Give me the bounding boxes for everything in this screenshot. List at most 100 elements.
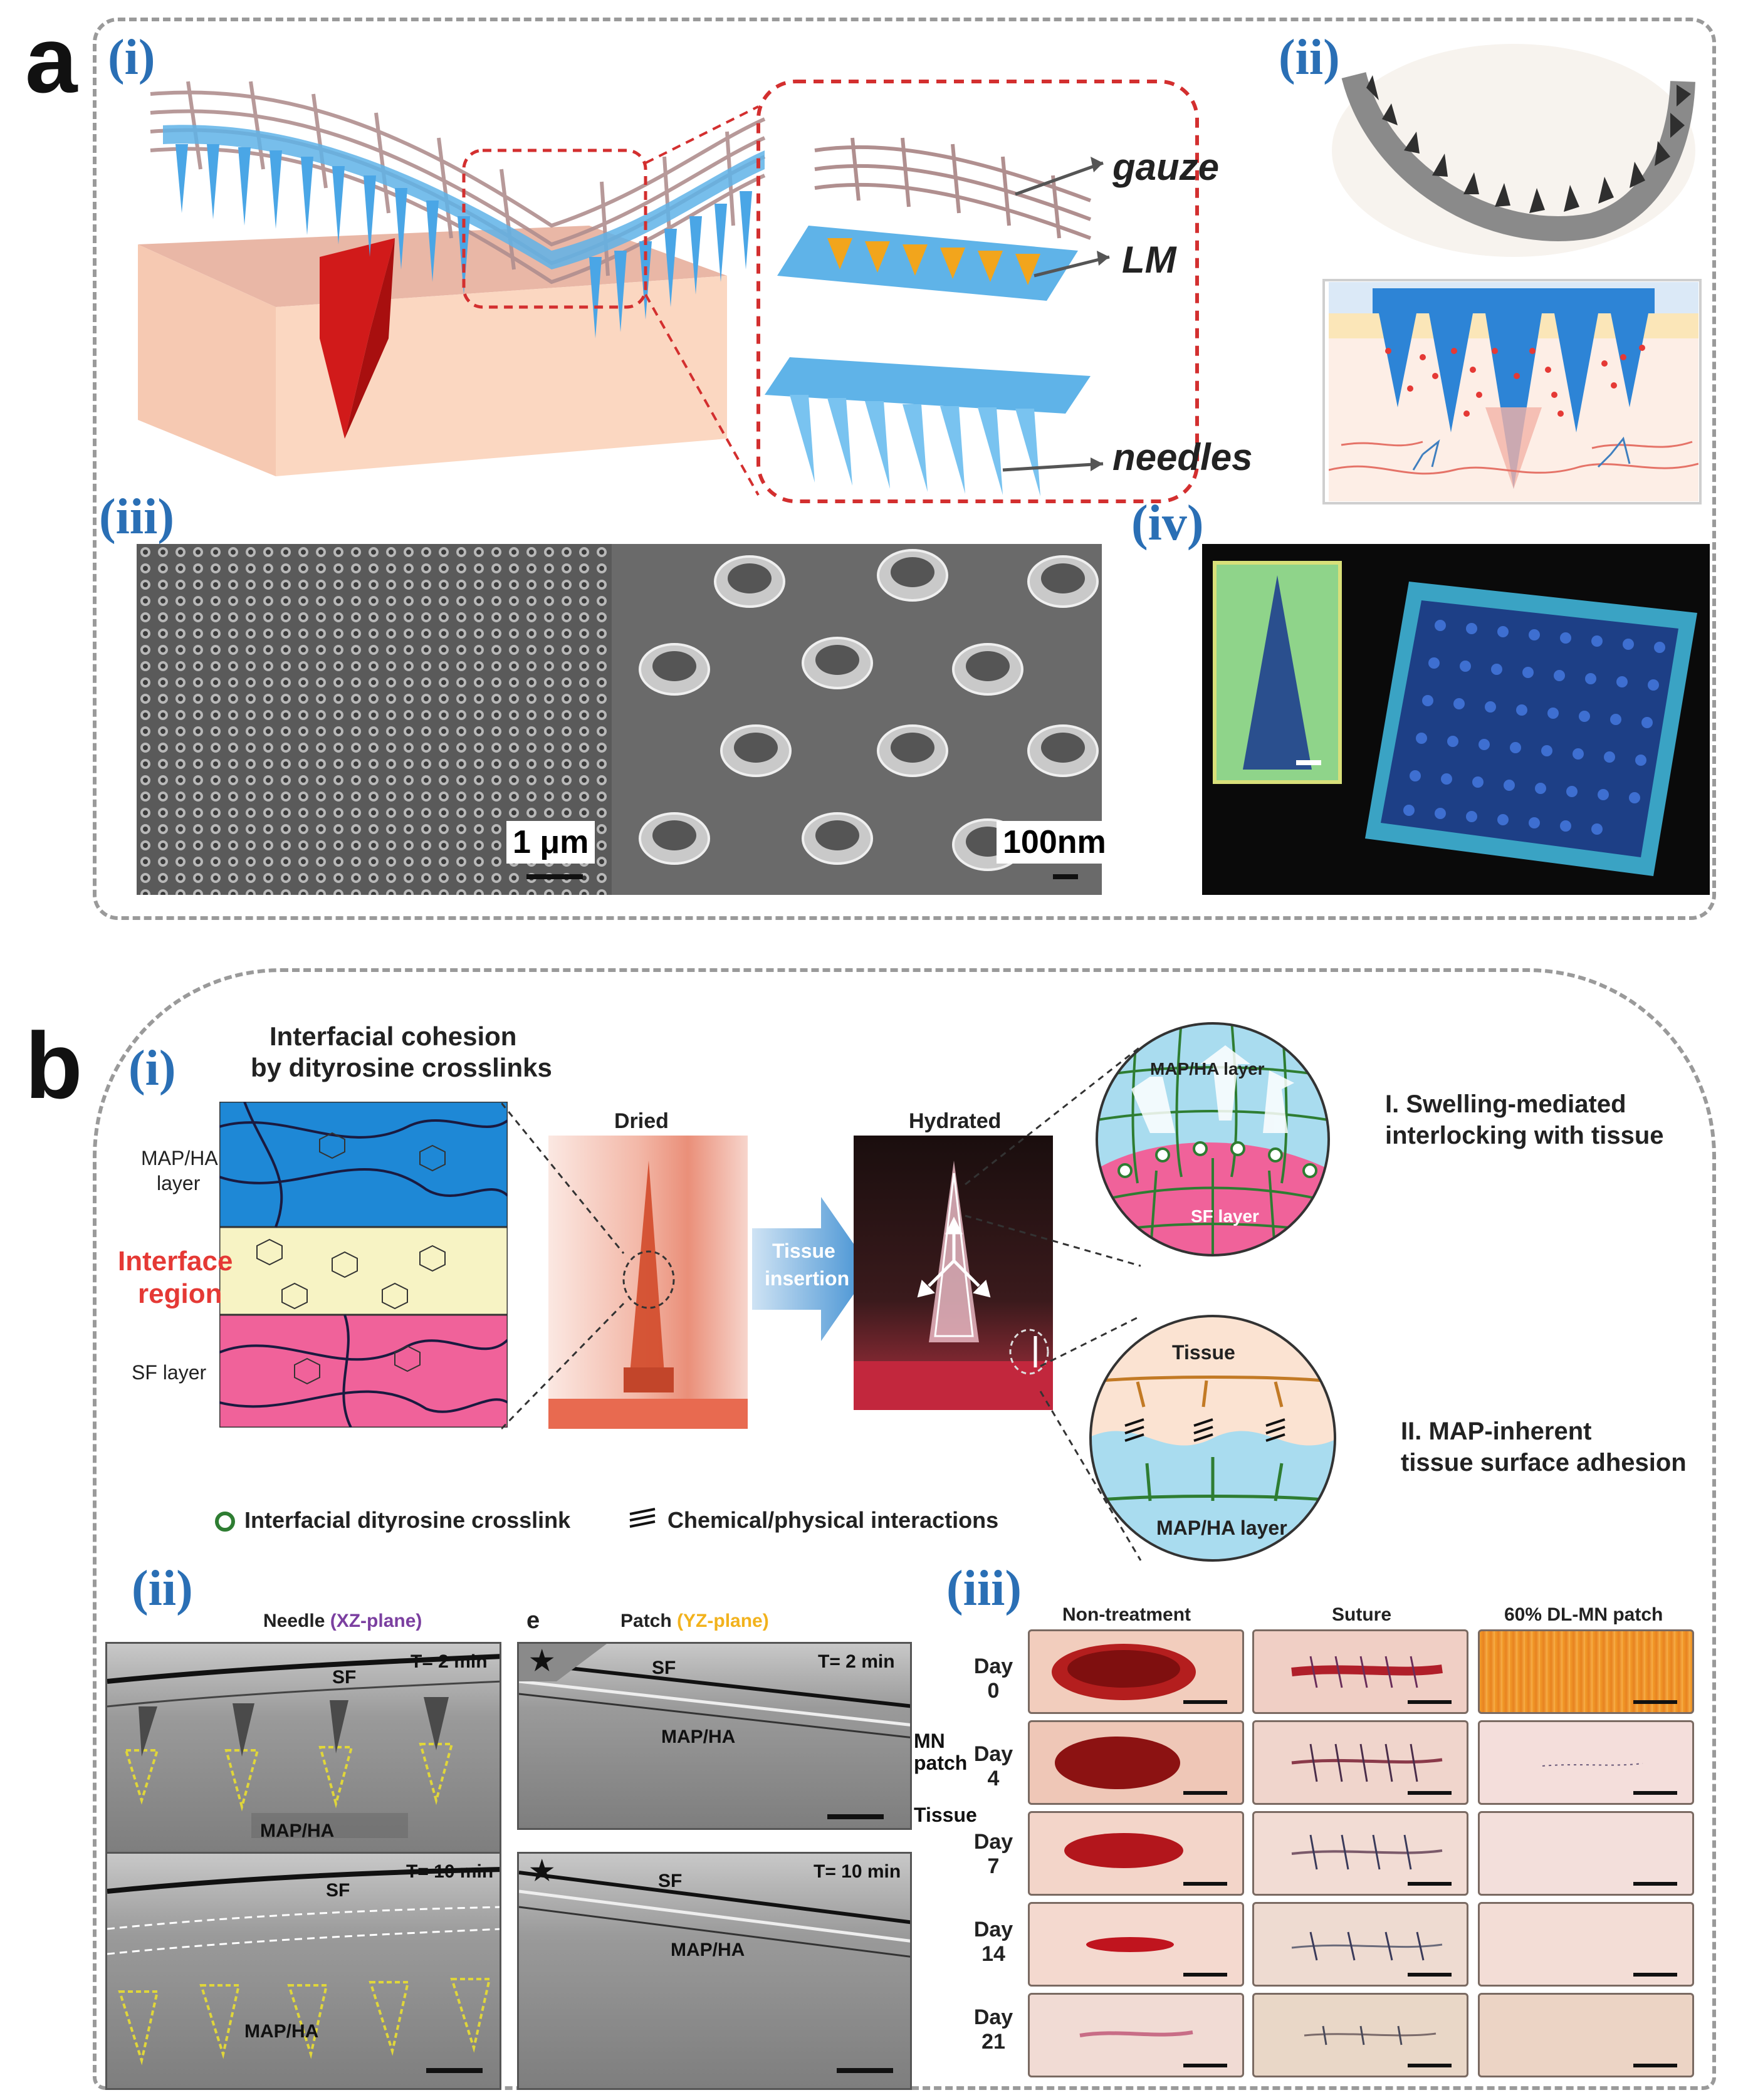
wound-suture-day7 [1252,1811,1468,1896]
skin-block-front [138,244,276,476]
map-ha-layer-line1: MAP/HA [141,1147,218,1169]
wound-non-treatment-day4 [1028,1720,1244,1805]
note2-line2: tissue surface adhesion [1401,1449,1687,1476]
patch-plane: (YZ-plane) [677,1611,769,1631]
zoom-box-small [462,149,647,309]
panel-a-iii-label: (iii) [99,489,174,545]
patch-title-text: Patch [620,1611,672,1631]
needles-right [589,191,752,338]
cohesion-title-line1: Interfacial cohesion [270,1021,517,1051]
row-day0-l2: 0 [987,1679,1000,1703]
lm-label: LM [1122,239,1176,281]
patch-t2-star: ★ [530,1646,555,1676]
panel-b-i-label: (i) [128,1041,176,1096]
oct-patch-t10 [517,1852,912,2090]
gauze-label: gauze [1112,146,1220,188]
panel-a-ii-frame [1322,279,1702,504]
legend-interactions-label: Chemical/physical interactions [667,1507,999,1533]
zoom-lines-hydrated [965,1045,1142,1561]
tissue-insertion-line2: insertion [765,1267,850,1290]
panel-e-letter: e [526,1607,540,1634]
panel-b-ii-label: (ii) [132,1561,193,1616]
row-day7-l2: 7 [987,1854,1000,1879]
patch-title: Patch (YZ-plane) [620,1611,769,1632]
hydrated-label: Hydrated [909,1109,1002,1133]
wound-suture-day14 [1252,1902,1468,1987]
col-header-suture: Suture [1332,1604,1392,1625]
wound-cut-shade [345,238,395,439]
panel-b-letter: b [25,1013,83,1118]
layer-schematic [219,1102,508,1428]
zoom-lines-dried [501,1103,625,1430]
needle-t10-sf: SF [326,1880,350,1901]
panel-a-frame [93,18,1716,920]
row-day0-l1: Day [973,1654,1013,1678]
mn-patch-line1: MN [914,1730,945,1752]
panel-b-iii-label: (iii) [946,1561,1022,1616]
note2-line1: II. MAP-inherent [1401,1418,1592,1445]
interface-region-line2: region [138,1278,222,1309]
dried-label: Dried [614,1109,669,1133]
map-ha-layer-line2: layer [157,1172,201,1194]
legend-crosslink-label: Interfacial dityrosine crosslink [244,1507,571,1533]
row-day14-l1: Day [973,1918,1013,1941]
patch-t10-star: ★ [530,1856,555,1886]
patch-t10-mapha: MAP/HA [671,1940,745,1960]
row-day21-l1: Day [973,2005,1013,2029]
row-day14-l2: 14 [981,1942,1005,1967]
needle-plane: (XZ-plane) [330,1611,422,1631]
interface-region-line1: Interface [118,1246,233,1277]
patch-t10-sf: SF [658,1871,683,1891]
patch-t10-scalebar [837,2068,893,2073]
needle-t10-mapha: MAP/HA [244,2021,319,2042]
wound-non-treatment-day7 [1028,1811,1244,1896]
wound-non-treatment-day21 [1028,1993,1244,2077]
wound-patch-day7 [1478,1811,1694,1896]
lm-pyramids [827,238,1040,285]
hydrated-needle-photo [854,1136,1053,1410]
wound-patch-day4 [1478,1720,1694,1805]
circle-sf-label: SF layer [1191,1206,1259,1226]
tissue-insertion-schematic [1329,282,1698,501]
swelling-circle [1096,1022,1330,1256]
needle-t2-mapha: MAP/HA [260,1821,335,1841]
dried-needle-photo [548,1136,748,1429]
scalebar-100nm [1053,874,1078,879]
row-day21-l2: 21 [981,2030,1005,2054]
mn-patch-line2: patch [914,1752,968,1774]
tissue-insertion-arrow [752,1197,871,1341]
shark-teeth-image [1332,44,1695,257]
scale-label-1um: 1 μm [506,821,595,864]
microneedle-patch-photo [1202,544,1710,895]
exploded-view [765,137,1110,496]
gauze-needle-schematic [138,80,1199,503]
row-day4-l2: 4 [987,1767,1000,1791]
note1-line1: I. Swelling-mediated [1385,1090,1626,1118]
wound-cut [320,238,395,439]
sf-layer-label: SF layer [132,1361,207,1384]
note1-line2: interlocking with tissue [1385,1122,1664,1149]
circle-tissue-label: Tissue [1172,1341,1235,1364]
needle-sheet [163,125,765,269]
wound-patch-day14 [1478,1902,1694,1987]
oct-patch-t2 [517,1642,912,1830]
panel-a-ii-label: (ii) [1279,30,1340,85]
needle-t2-time: T= 2 min [411,1651,488,1672]
patch-t2-scalebar [827,1814,884,1819]
scale-label-100nm: 100nm [997,821,1112,864]
cohesion-title-line2: by dityrosine crosslinks [251,1053,552,1082]
legend-crosslink-marker [215,1512,235,1532]
adhesion-circle [1089,1315,1336,1562]
wound-suture-day21 [1252,1993,1468,2077]
needle-title: Needle (XZ-plane) [263,1611,422,1632]
needles-label: needles [1112,436,1253,478]
panel-a-iv-label: (iv) [1131,496,1204,551]
tissue-insertion-line1: Tissue [772,1240,835,1262]
wound-suture-day4 [1252,1720,1468,1805]
scalebar-1um [526,874,583,879]
needle-t10-scalebar [426,2068,483,2073]
